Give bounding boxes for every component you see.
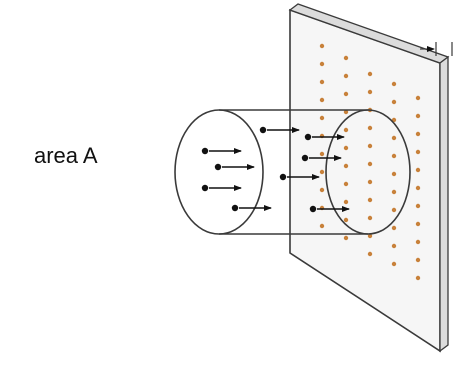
cylinder [174, 109, 411, 235]
surface-charge-dot [415, 239, 421, 245]
surface-charge-dot [391, 153, 397, 159]
surface-charge-dot [391, 225, 397, 231]
surface-charge-dot [343, 55, 349, 61]
surface-charge-dot [391, 81, 397, 87]
charge-particle [201, 184, 209, 192]
surface-charge-dot [391, 135, 397, 141]
surface-charge-dot [319, 169, 325, 175]
surface-charge-dot [319, 115, 325, 121]
charge-particle [309, 205, 317, 213]
surface-charge-dot [319, 151, 325, 157]
charge-particle [304, 133, 312, 141]
surface-charge-dot [343, 145, 349, 151]
surface-charge-dot [367, 197, 373, 203]
surface-charge-dot [415, 167, 421, 173]
surface-charge-dot [343, 127, 349, 133]
surface-charge-dot [367, 89, 373, 95]
surface-charge-dot [367, 71, 373, 77]
cylinder-front-face [174, 109, 264, 235]
charge-particle [279, 173, 287, 181]
surface-charge-dot [391, 261, 397, 267]
surface-charge-dot [391, 207, 397, 213]
charge-particle [231, 204, 239, 212]
surface-charges [319, 43, 421, 281]
surface-charge-dot [367, 125, 373, 131]
surface-charge-dot [415, 203, 421, 209]
surface-charge-dot [391, 99, 397, 105]
charge-particle [214, 163, 222, 171]
surface-charge-dot [343, 235, 349, 241]
surface-charge-dot [343, 163, 349, 169]
surface-charge-dot [319, 43, 325, 49]
moving-charges [201, 126, 350, 213]
plate-face [289, 8, 441, 353]
surface-charge-dot [343, 199, 349, 205]
surface-charge-dot [391, 171, 397, 177]
surface-charge-dot [319, 61, 325, 67]
surface-charge-dot [367, 143, 373, 149]
surface-charge-dot [319, 187, 325, 193]
surface-charge-dot [391, 243, 397, 249]
surface-charge-dot [391, 189, 397, 195]
surface-charge-dot [319, 97, 325, 103]
surface-charge-dot [343, 73, 349, 79]
surface-charge-dot [415, 149, 421, 155]
plate [288, 3, 453, 353]
surface-charge-dot [415, 113, 421, 119]
surface-charge-dot [415, 95, 421, 101]
charge-particle [201, 147, 209, 155]
surface-charge-dot [415, 221, 421, 227]
area-a-label: area A [34, 143, 98, 168]
surface-charge-dot [343, 91, 349, 97]
surface-charge-dot [415, 131, 421, 137]
surface-charge-dot [343, 217, 349, 223]
plate-side [439, 55, 449, 353]
surface-charge-dot [367, 233, 373, 239]
charge-particle [259, 126, 267, 134]
surface-charge-dot [367, 251, 373, 257]
surface-charge-dot [319, 79, 325, 85]
surface-charge-dot [415, 185, 421, 191]
surface-charge-dot [343, 181, 349, 187]
surface-charge-dot [319, 223, 325, 229]
surface-charge-dot [367, 215, 373, 221]
surface-charge-dot [415, 257, 421, 263]
surface-charge-dot [367, 179, 373, 185]
charge-particle [301, 154, 309, 162]
surface-charge-dot [343, 109, 349, 115]
surface-charge-dot [415, 275, 421, 281]
surface-charge-dot [367, 161, 373, 167]
